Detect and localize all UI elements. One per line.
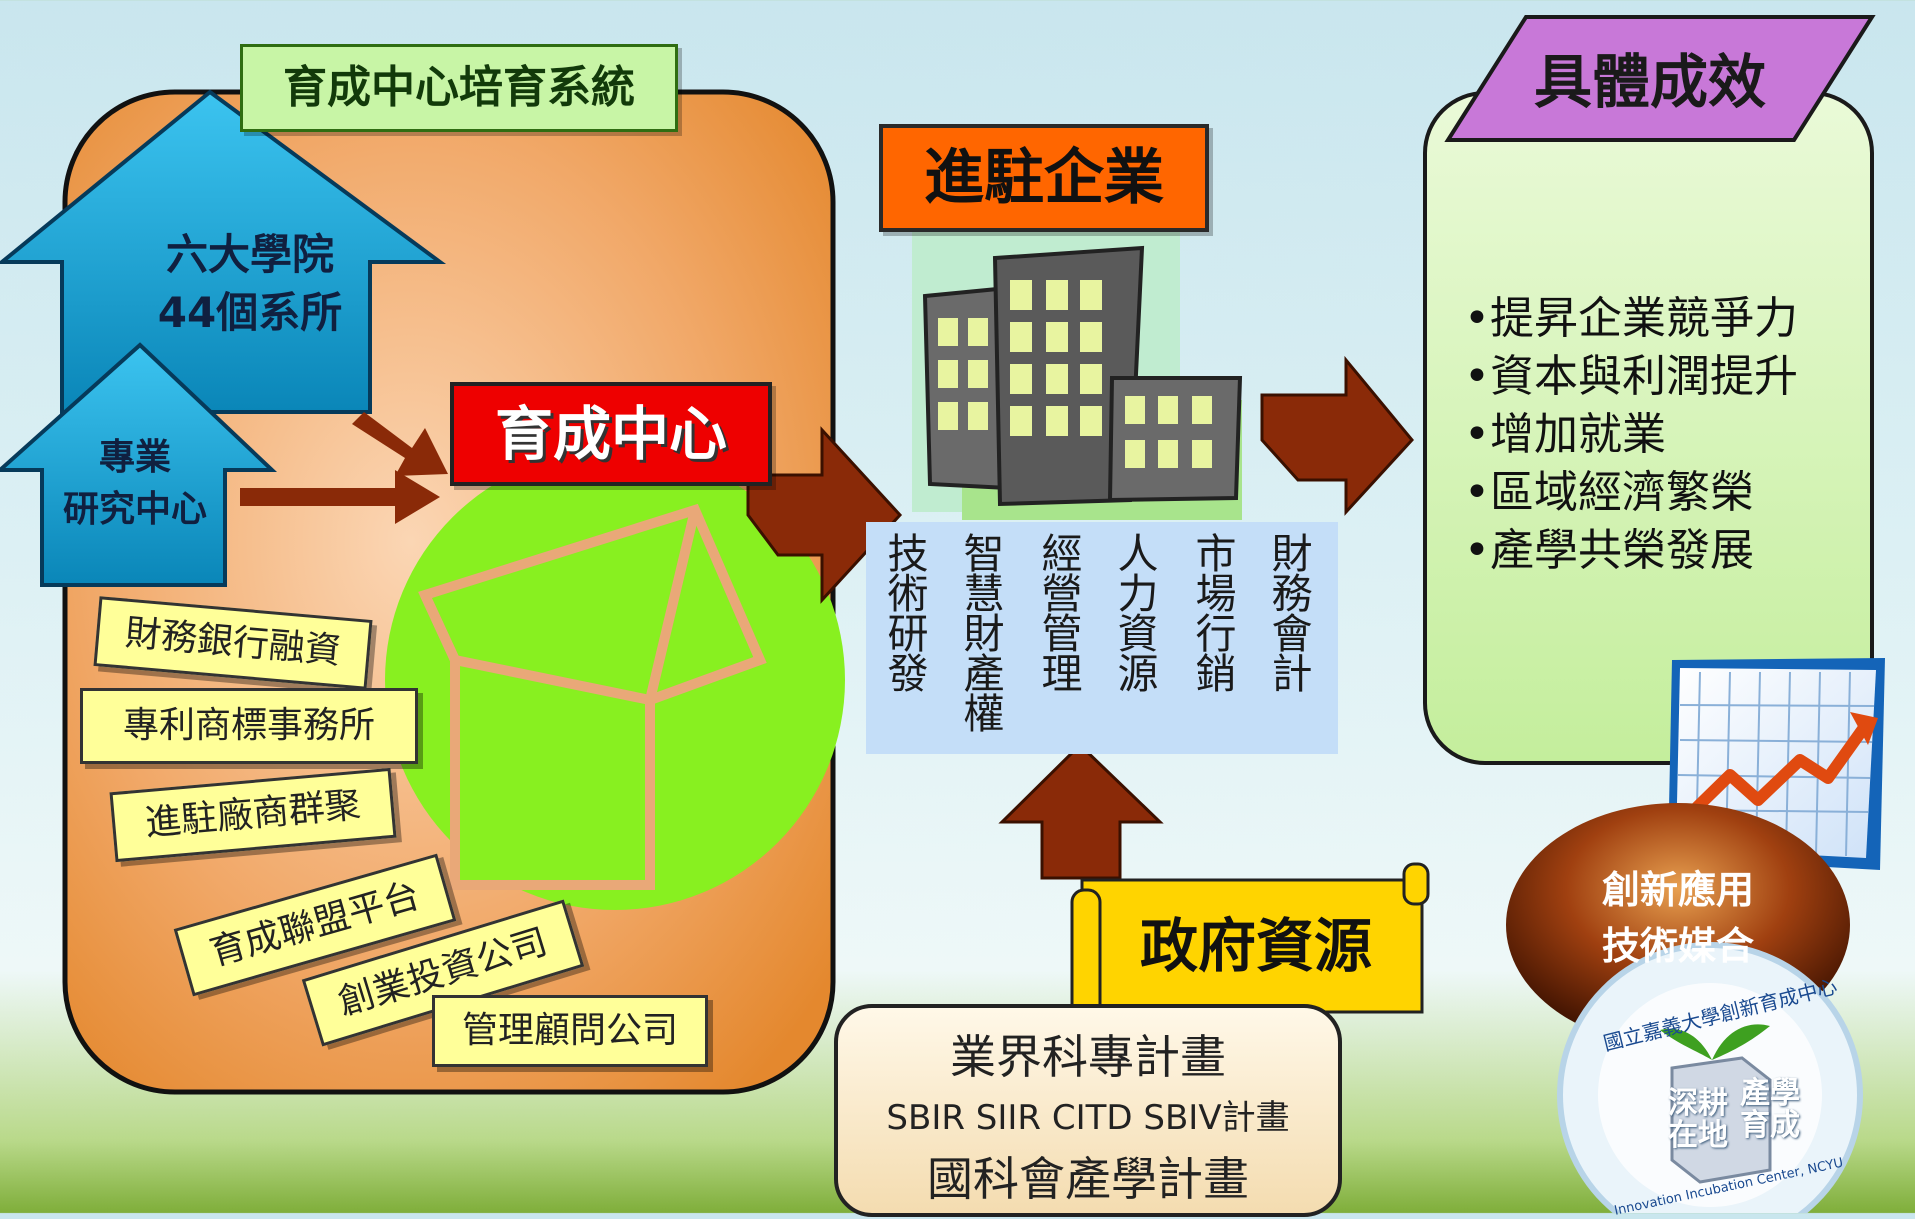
result-item: •提昇企業競爭力 xyxy=(1464,293,1798,344)
colleges-line1: 六大學院 xyxy=(165,230,334,279)
building-icon xyxy=(912,232,1243,520)
incubation-center-label: 育成中心 xyxy=(450,382,772,486)
sphere-line2: 技術媒合 xyxy=(1601,923,1754,968)
logo-words-left: 深耕 在地 xyxy=(1668,1088,1728,1152)
service-hr: 人力資源 xyxy=(1117,530,1159,698)
gov-resource-label: 政府資源 xyxy=(1139,912,1372,980)
input-arrows xyxy=(240,412,448,524)
result-item: •產學共榮發展 xyxy=(1464,525,1754,576)
gov-program-item: SBIR SIIR CITD SBIV計畫 xyxy=(886,1098,1290,1138)
tag-patent: 專利商標事務所 xyxy=(80,688,418,764)
to-results-arrow xyxy=(1260,355,1414,516)
services-panel xyxy=(866,522,1338,754)
results-header-shape xyxy=(1444,15,1876,142)
research-center-line1: 專業 xyxy=(98,437,171,478)
service-ip: 智慧財產權 xyxy=(963,530,1005,738)
research-center-line2: 研究中心 xyxy=(62,489,207,530)
gov-program-item: 業界科專計畫 xyxy=(950,1030,1226,1084)
to-enterprise-arrow xyxy=(746,426,903,604)
results-list: •提昇企業競爭力 •資本與利潤提升 •增加就業 •區域經濟繁榮 •產學共榮發展 xyxy=(1464,290,1864,580)
results-label: 具體成效 xyxy=(1533,48,1766,116)
logo-word: 育成 xyxy=(1740,1108,1800,1143)
sphere-text: 創新應用 技術媒合 xyxy=(1548,862,1808,974)
logo-words-right: 產學 育成 xyxy=(1740,1078,1800,1142)
service-marketing: 市場行銷 xyxy=(1195,530,1237,698)
ncyu-logo xyxy=(1557,942,1863,1213)
result-item: •區域經濟繁榮 xyxy=(1464,467,1754,518)
gov-resource-scroll xyxy=(1070,862,1430,1042)
house-icon xyxy=(385,450,845,910)
gov-up-arrow xyxy=(998,742,1164,880)
result-item: •資本與利潤提升 xyxy=(1464,351,1798,402)
gov-programs-box: 業界科專計畫 SBIR SIIR CITD SBIV計畫 國科會產學計畫 xyxy=(834,1004,1342,1217)
sphere-line1: 創新應用 xyxy=(1601,867,1754,912)
result-item: •增加就業 xyxy=(1464,409,1666,460)
service-management: 經營管理 xyxy=(1041,530,1083,698)
logo-word: 深耕 xyxy=(1668,1086,1728,1121)
service-accounting: 財務會計 xyxy=(1271,530,1313,698)
colleges-label: 六大學院 44個系所 xyxy=(100,226,400,342)
system-label: 育成中心培育系統 xyxy=(240,44,678,132)
research-center-up-arrow xyxy=(0,342,278,587)
logo-word: 產學 xyxy=(1740,1076,1800,1111)
logo-word: 在地 xyxy=(1668,1118,1728,1153)
research-center-label: 專業 研究中心 xyxy=(40,432,230,536)
enterprise-label: 進駐企業 xyxy=(879,124,1209,232)
colleges-line2: 44個系所 xyxy=(157,288,343,337)
colleges-up-arrow xyxy=(0,89,447,414)
gov-program-item: 國科會產學計畫 xyxy=(927,1152,1249,1206)
service-rnd: 技術研發 xyxy=(887,530,929,698)
tag-consulting: 管理顧問公司 xyxy=(432,995,708,1067)
